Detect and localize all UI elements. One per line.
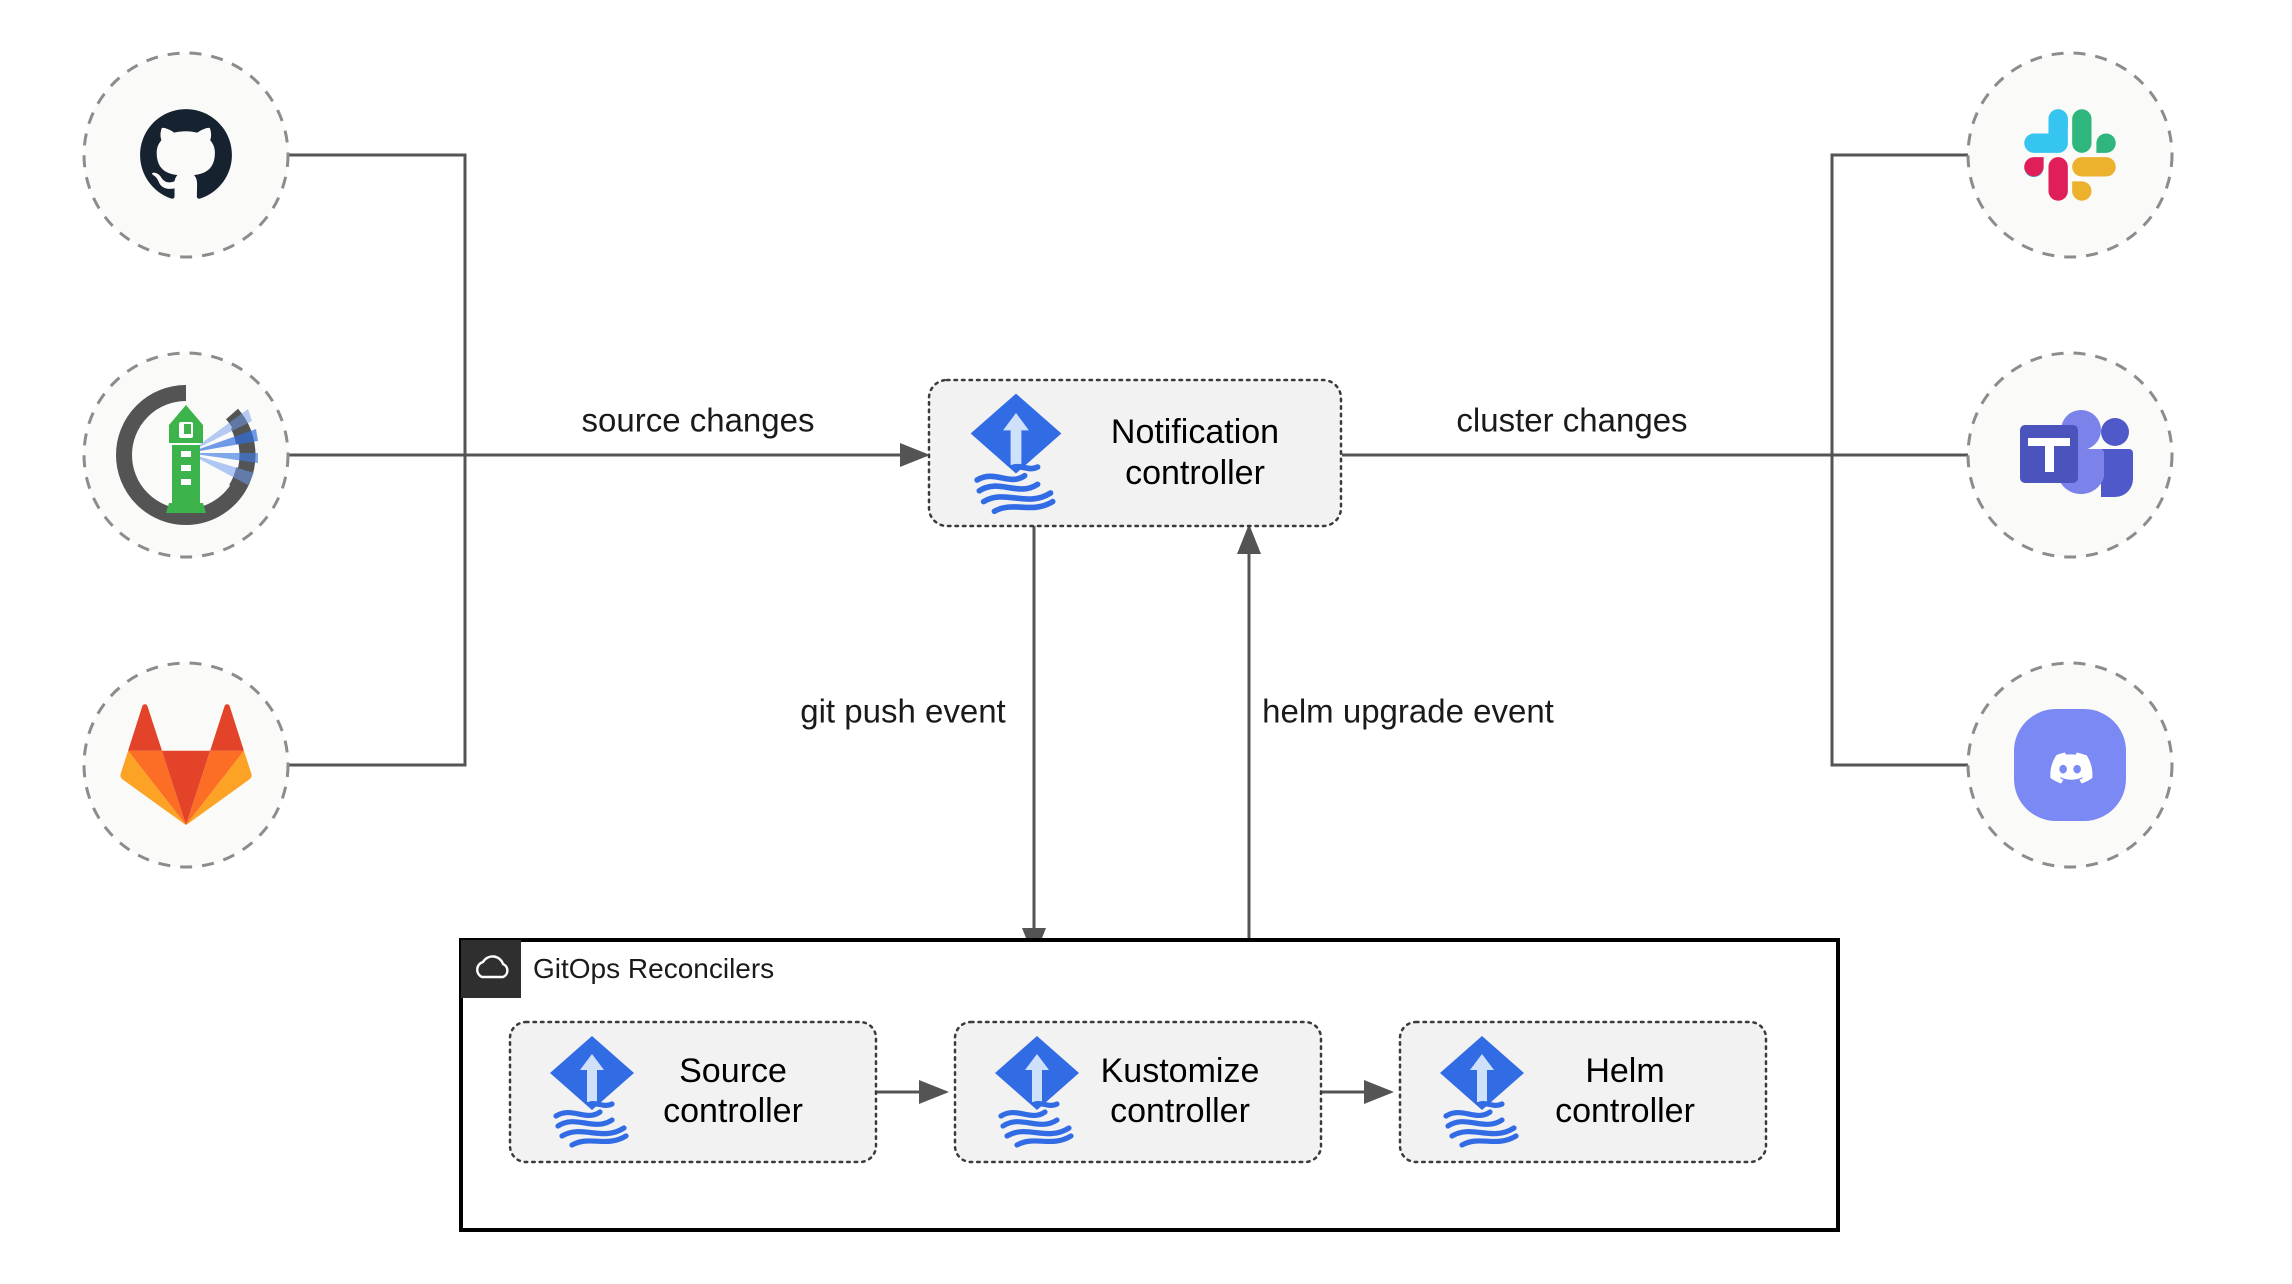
slack-icon: [2024, 109, 2116, 201]
node-gitlab[interactable]: [82, 661, 290, 869]
kustomize-controller-line1: Kustomize: [1101, 1052, 1260, 1090]
node-source-controller[interactable]: Source controller: [508, 1020, 878, 1164]
slack-node-circle: [1966, 51, 2174, 259]
node-kustomize-controller[interactable]: Kustomize controller: [953, 1020, 1323, 1164]
container-tab: [461, 940, 521, 998]
github-icon: [140, 109, 232, 199]
branch-to-discord: [1830, 455, 2015, 777]
node-teams[interactable]: [1966, 351, 2174, 559]
node-helm-source[interactable]: [82, 351, 290, 559]
notification-controller-line1: Notification: [1111, 413, 1279, 451]
node-slack[interactable]: [1966, 51, 2174, 259]
source-controller-line1: Source: [679, 1052, 787, 1090]
source-bus-line: [288, 153, 467, 767]
source-controller-line2: controller: [663, 1092, 803, 1130]
helm-icon: [116, 385, 258, 526]
node-github[interactable]: [82, 51, 290, 259]
kustomize-controller-line2: controller: [1110, 1092, 1250, 1130]
edge-label-git-push-event: git push event: [800, 693, 1005, 730]
branch-to-slack: [1830, 143, 2015, 455]
container-title: GitOps Reconcilers: [533, 953, 774, 984]
edge-notification-to-destinations: [1342, 143, 2015, 777]
node-helm-controller[interactable]: Helm controller: [1398, 1020, 1768, 1164]
helm-controller-line2: controller: [1555, 1092, 1695, 1130]
helm-controller-line1: Helm: [1585, 1052, 1664, 1090]
discord-icon: [2014, 709, 2126, 821]
gitlab-icon: [120, 704, 252, 826]
edge-label-helm-upgrade-event: helm upgrade event: [1262, 693, 1554, 730]
edge-label-source-changes: source changes: [582, 402, 815, 439]
node-discord[interactable]: [1966, 661, 2174, 869]
teams-icon: [2020, 410, 2133, 497]
cloud-icon: [476, 955, 509, 979]
github-node-circle: [82, 51, 290, 259]
edge-sources-to-notification: [288, 153, 930, 767]
edge-label-cluster-changes: cluster changes: [1456, 402, 1687, 439]
notification-controller-line2: controller: [1125, 454, 1265, 492]
